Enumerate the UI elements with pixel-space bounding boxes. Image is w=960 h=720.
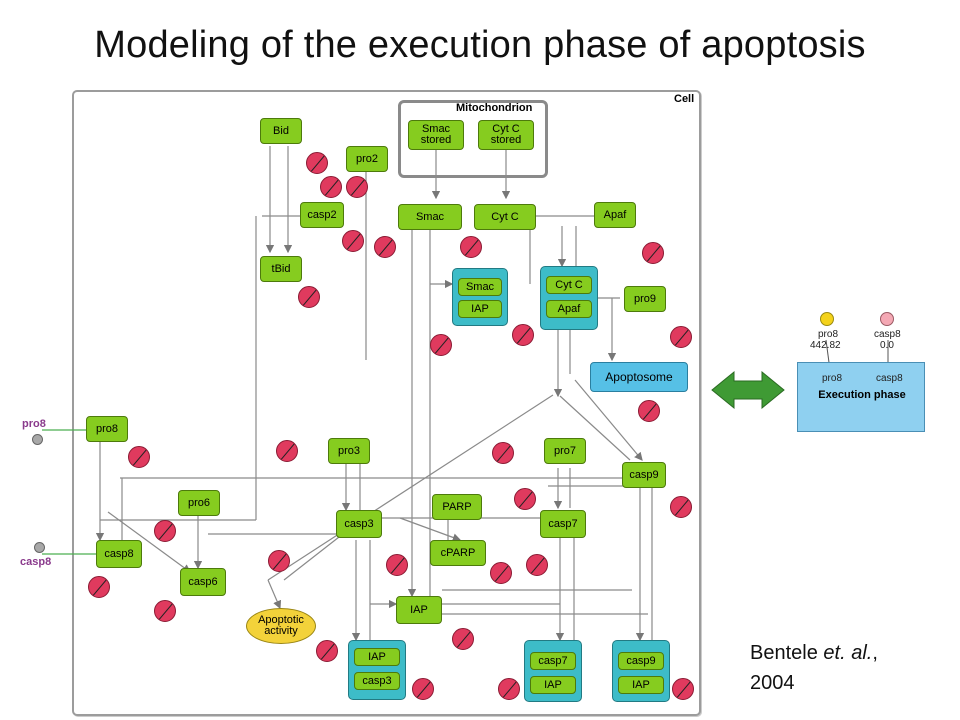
complex-iap-label-3: IAP <box>530 676 576 694</box>
degradation-symbol <box>276 440 298 462</box>
tbid-node[interactable]: tBid <box>260 256 302 282</box>
citation: Bentele et. al., 2004 <box>750 642 878 694</box>
casp3-node[interactable]: casp3 <box>336 510 382 538</box>
degradation-symbol <box>320 176 342 198</box>
apoptotic-activity-node[interactable]: Apoptotic activity <box>246 608 316 644</box>
complex-casp9-label: casp9 <box>618 652 664 670</box>
smac-node[interactable]: Smac <box>398 204 462 230</box>
citation-year: 2004 <box>750 672 795 694</box>
side-input-pro8-label: pro8 <box>22 418 46 430</box>
iap-node[interactable]: IAP <box>396 596 442 624</box>
citation-authors: Bentele <box>750 642 818 664</box>
cparp-node[interactable]: cPARP <box>430 540 486 566</box>
apaf-node[interactable]: Apaf <box>594 202 636 228</box>
degradation-symbol <box>154 600 176 622</box>
degradation-symbol <box>492 442 514 464</box>
degradation-symbol <box>412 678 434 700</box>
bid-node[interactable]: Bid <box>260 118 302 144</box>
degradation-symbol <box>526 554 548 576</box>
pro8-node[interactable]: pro8 <box>86 416 128 442</box>
smac-stored-node[interactable]: Smac stored <box>408 120 464 150</box>
degradation-symbol <box>514 488 536 510</box>
degradation-symbol <box>316 640 338 662</box>
complex-iap-label: IAP <box>458 300 502 318</box>
module-port-casp8: casp8 <box>876 373 903 384</box>
degradation-symbol <box>670 326 692 348</box>
complex-smac-label: Smac <box>458 278 502 296</box>
degradation-symbol <box>512 324 534 346</box>
degradation-symbol <box>638 400 660 422</box>
module-input-casp8-name: casp8 <box>874 329 901 340</box>
casp6-node[interactable]: casp6 <box>180 568 226 596</box>
cell-compartment <box>72 90 701 716</box>
casp8-node[interactable]: casp8 <box>96 540 142 568</box>
apoptosome-node[interactable]: Apoptosome <box>590 362 688 392</box>
complex-iap-label-2: IAP <box>354 648 400 666</box>
slide-title: Modeling of the execution phase of apopt… <box>94 24 866 66</box>
degradation-symbol <box>88 576 110 598</box>
execution-phase-module[interactable]: pro8 casp8 Execution phase <box>797 362 925 432</box>
casp2-node[interactable]: casp2 <box>300 202 344 228</box>
casp9-node[interactable]: casp9 <box>622 462 666 488</box>
complex-casp3-label: casp3 <box>354 672 400 690</box>
complex-casp7-label: casp7 <box>530 652 576 670</box>
degradation-symbol <box>374 236 396 258</box>
degradation-symbol <box>642 242 664 264</box>
degradation-symbol <box>670 496 692 518</box>
degradation-symbol <box>430 334 452 356</box>
module-input-casp8-value: 0.0 <box>880 340 894 351</box>
degradation-symbol <box>342 230 364 252</box>
degradation-symbol <box>298 286 320 308</box>
cytc-stored-node[interactable]: Cyt C stored <box>478 120 534 150</box>
degradation-symbol <box>128 446 150 468</box>
cytc-node[interactable]: Cyt C <box>474 204 536 230</box>
degradation-symbol <box>346 176 368 198</box>
side-input-casp8-dot[interactable] <box>34 542 45 553</box>
degradation-symbol <box>672 678 694 700</box>
complex-iap-label-4: IAP <box>618 676 664 694</box>
pro2-node[interactable]: pro2 <box>346 146 388 172</box>
side-input-pro8-dot[interactable] <box>32 434 43 445</box>
degradation-symbol <box>460 236 482 258</box>
degradation-symbol <box>386 554 408 576</box>
module-input-pro8-value: 442.82 <box>810 340 841 351</box>
module-port-pro8: pro8 <box>822 373 843 384</box>
pro3-node[interactable]: pro3 <box>328 438 370 464</box>
complex-apaf-label: Apaf <box>546 300 592 318</box>
module-input-casp8-dot[interactable] <box>880 312 894 326</box>
parp-node[interactable]: PARP <box>432 494 482 520</box>
complex-cytc-label: Cyt C <box>546 276 592 294</box>
module-title: Execution phase <box>818 389 906 401</box>
side-input-casp8-label: casp8 <box>20 556 52 568</box>
coupling-arrow <box>711 370 785 410</box>
pro6-node[interactable]: pro6 <box>178 490 220 516</box>
cell-label: Cell <box>674 93 695 105</box>
module-input-pro8-name: pro8 <box>818 329 839 340</box>
pro9-node[interactable]: pro9 <box>624 286 666 312</box>
module-input-pro8-dot[interactable] <box>820 312 834 326</box>
degradation-symbol <box>154 520 176 542</box>
degradation-symbol <box>490 562 512 584</box>
degradation-symbol <box>452 628 474 650</box>
degradation-symbol <box>498 678 520 700</box>
casp7-node[interactable]: casp7 <box>540 510 586 538</box>
pro7-node[interactable]: pro7 <box>544 438 586 464</box>
degradation-symbol <box>268 550 290 572</box>
mitochondrion-label: Mitochondrion <box>456 102 533 114</box>
degradation-symbol <box>306 152 328 174</box>
citation-etal: et. al. <box>823 642 873 664</box>
